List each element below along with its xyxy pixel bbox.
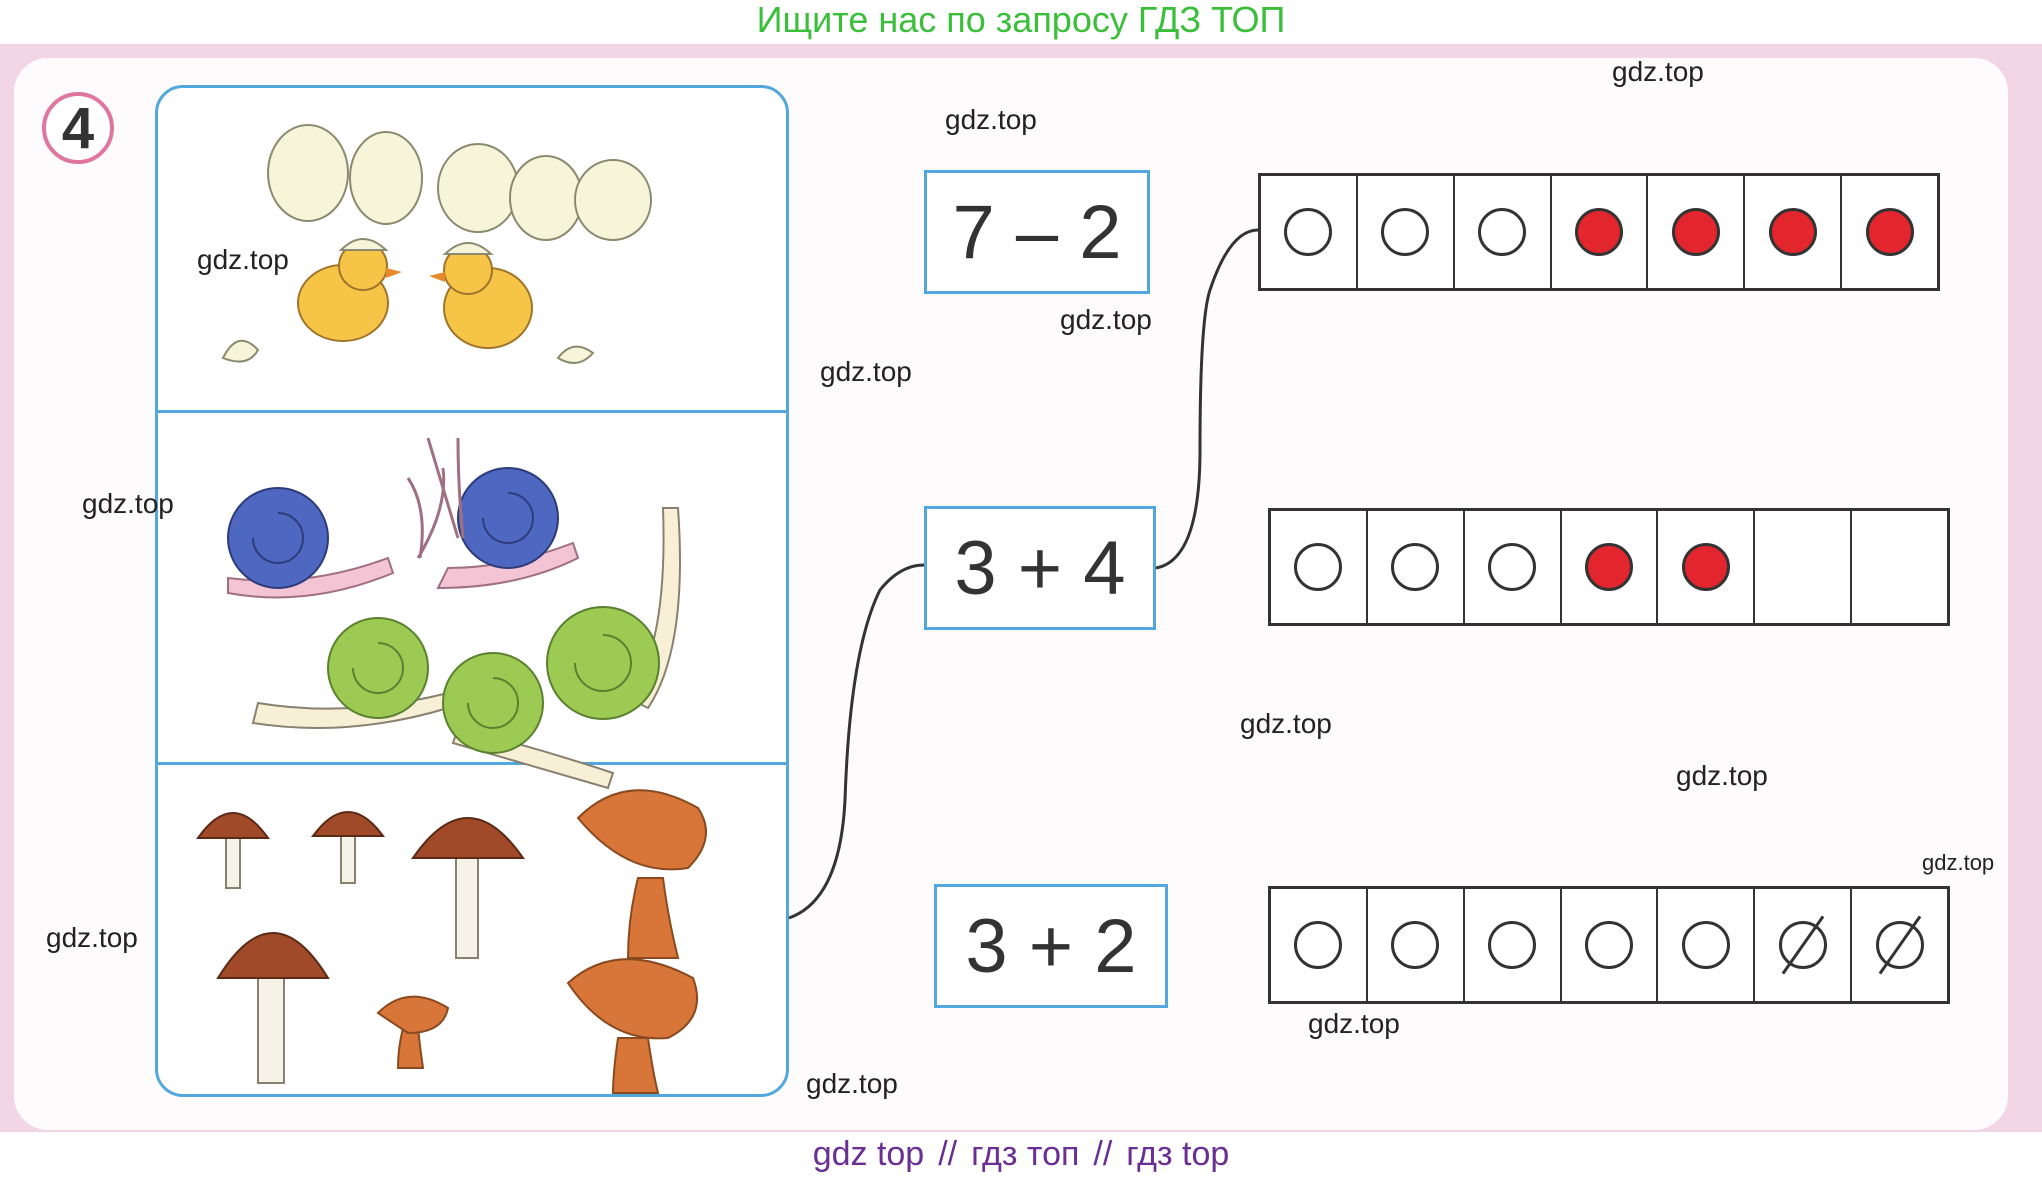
empty-circle [1391, 543, 1440, 591]
strip-cell[interactable] [1552, 176, 1649, 288]
bottom-banner: gdz top // гдз топ // гдз top [0, 1132, 2042, 1177]
empty-circle [1488, 543, 1537, 591]
strip-cell[interactable] [1745, 176, 1843, 288]
circle-strip-2 [1268, 508, 1950, 626]
snail-shell [327, 617, 429, 719]
strip-cell[interactable] [1465, 511, 1562, 623]
circle-strip-1 [1258, 173, 1940, 291]
picture-panel [155, 85, 789, 1097]
snail-shell [546, 606, 660, 720]
bottom-banner-part2: гдз топ [971, 1135, 1080, 1173]
task-number-badge: 4 [42, 92, 114, 164]
watermark: gdz.top [1240, 708, 1332, 739]
filled-circle [1671, 208, 1720, 256]
strip-cell[interactable] [1562, 511, 1659, 623]
empty-circle [1391, 921, 1440, 969]
bottom-banner-part3: гдз top [1126, 1135, 1230, 1173]
expression-box-1[interactable]: 7 – 2 [924, 170, 1150, 294]
mushrooms-icon [196, 789, 707, 1094]
strip-cell[interactable] [1755, 511, 1853, 623]
strip-cell[interactable] [1852, 889, 1947, 1001]
strip-cell[interactable] [1271, 511, 1368, 623]
strip-cell[interactable] [1465, 889, 1562, 1001]
strip-cell[interactable] [1658, 511, 1756, 623]
watermark: gdz.top [1308, 1008, 1400, 1039]
empty-circle [1585, 921, 1633, 969]
strip-cell[interactable] [1368, 889, 1465, 1001]
empty-circle [1294, 543, 1343, 591]
crossed-circle [1778, 921, 1827, 969]
strip-cell[interactable] [1261, 176, 1358, 288]
bottom-banner-separator: // [1093, 1135, 1113, 1173]
watermark: gdz.top [1676, 760, 1768, 791]
watermark: gdz.top [1922, 850, 1995, 875]
watermark: gdz.top [1612, 56, 1704, 87]
empty-circle [1488, 921, 1537, 969]
panel-divider [158, 762, 786, 765]
strip-cell[interactable] [1455, 176, 1552, 288]
filled-circle [1681, 543, 1730, 591]
filled-circle [1575, 208, 1623, 256]
filled-circle [1585, 543, 1633, 591]
line-expr2-to-strip1 [1155, 228, 1259, 570]
watermark: gdz.top [806, 1068, 898, 1099]
empty-circle [1478, 208, 1527, 256]
strip-cell[interactable] [1658, 889, 1756, 1001]
bottom-banner-separator: // [938, 1135, 958, 1173]
line-pictures-to-expr2 [788, 563, 925, 920]
egg [349, 131, 423, 225]
snails-icon [227, 437, 681, 790]
watermark: gdz.top [82, 488, 174, 519]
filled-circle [1865, 208, 1914, 256]
strip-cell[interactable] [1755, 889, 1853, 1001]
watermark: gdz.top [945, 104, 1037, 135]
pictures-svg [196, 124, 707, 1094]
strip-cell[interactable] [1271, 889, 1368, 1001]
expression-box-2[interactable]: 3 + 4 [924, 506, 1156, 630]
bottom-banner-part1: gdz top [812, 1135, 925, 1173]
egg [574, 159, 652, 241]
strip-cell[interactable] [1358, 176, 1455, 288]
watermark: gdz.top [46, 922, 138, 953]
snail-shell [457, 467, 559, 569]
expression-box-3[interactable]: 3 + 2 [934, 884, 1168, 1008]
top-banner: Ищите нас по запросу ГДЗ ТОП [756, 0, 1286, 40]
empty-circle [1381, 208, 1430, 256]
snail-shell [227, 487, 329, 589]
snail-shell [442, 652, 544, 754]
watermark: gdz.top [820, 356, 912, 387]
panel-divider [158, 410, 786, 413]
strip-cell[interactable] [1842, 176, 1937, 288]
filled-circle [1768, 208, 1817, 256]
watermark: gdz.top [1060, 304, 1152, 335]
strip-cell[interactable] [1368, 511, 1465, 623]
watermark: gdz.top [197, 244, 289, 275]
crossed-circle [1875, 921, 1924, 969]
egg [267, 124, 349, 222]
empty-circle [1294, 921, 1343, 969]
empty-circle [1284, 208, 1333, 256]
empty-circle [1681, 921, 1730, 969]
strip-cell[interactable] [1648, 176, 1746, 288]
strip-cell[interactable] [1562, 889, 1659, 1001]
circle-strip-3 [1268, 886, 1950, 1004]
eggs-and-chicks-icon [221, 124, 652, 364]
